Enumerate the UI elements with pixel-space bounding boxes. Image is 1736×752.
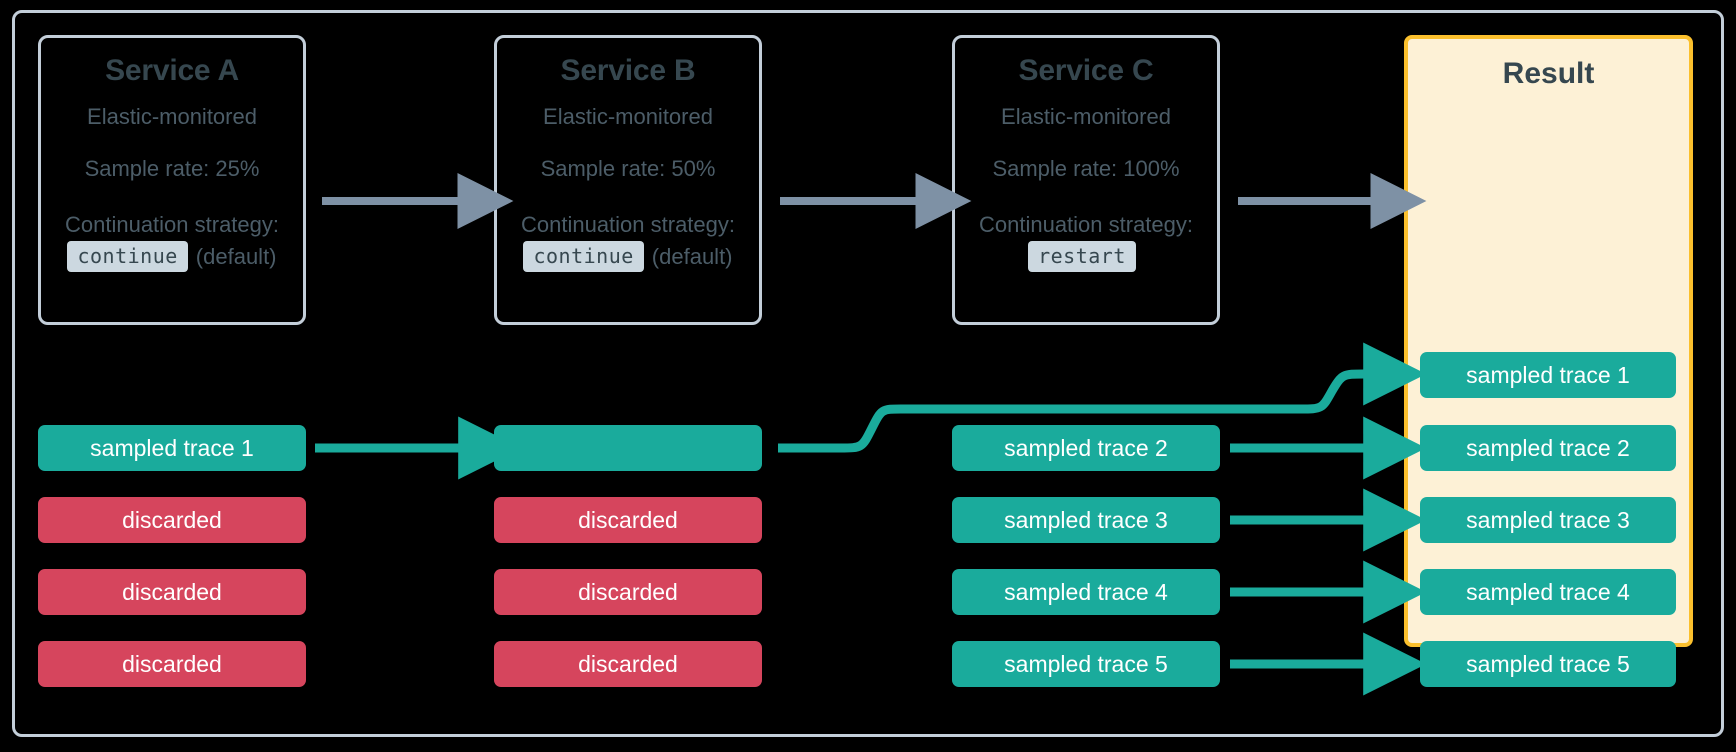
result-trace-pill-1-label: sampled trace 1 [1466,361,1630,388]
trace-pill-b-4-label: discarded [578,650,678,677]
service-b-strategy-note: (default) [651,243,733,269]
service-b-subtitle: Elastic-monitored [543,104,713,129]
trace-pill-a-3[interactable]: discarded [38,569,306,615]
result-trace-pill-5-label: sampled trace 5 [1466,650,1630,677]
result-box: Result [1404,35,1693,647]
service-a-strategy-line: continue (default) [41,241,303,273]
service-b-strategy-value: continue [523,241,644,273]
result-trace-pill-5[interactable]: sampled trace 5 [1420,641,1676,687]
trace-pill-a-4[interactable]: discarded [38,641,306,687]
trace-pill-c-1[interactable]: sampled trace 2 [952,425,1220,471]
trace-pill-c-2-label: sampled trace 3 [1004,506,1168,533]
trace-pill-b-4[interactable]: discarded [494,641,762,687]
service-a-title: Service A [105,54,239,87]
result-trace-pill-2[interactable]: sampled trace 2 [1420,425,1676,471]
service-c-strategy-line: restart [955,241,1217,273]
service-b-continuation-label: Continuation strategy: [520,212,736,237]
service-a-strategy-value: continue [67,241,188,273]
trace-pill-b-2-label: discarded [578,506,678,533]
service-b-sample-rate: Sample rate: 50% [540,156,716,181]
result-trace-pill-3-label: sampled trace 3 [1466,506,1630,533]
trace-pill-b-2[interactable]: discarded [494,497,762,543]
service-b-title: Service B [560,54,696,87]
trace-pill-a-2[interactable]: discarded [38,497,306,543]
service-a-sample-rate: Sample rate: 25% [84,156,260,181]
service-a-strategy-note: (default) [195,243,277,269]
service-c-subtitle: Elastic-monitored [1001,104,1171,129]
result-title: Result [1502,57,1595,90]
result-trace-pill-3[interactable]: sampled trace 3 [1420,497,1676,543]
service-a-continuation-label: Continuation strategy: [64,212,280,237]
service-c-title: Service C [1018,54,1154,87]
trace-pill-c-3[interactable]: sampled trace 4 [952,569,1220,615]
trace-pill-c-2[interactable]: sampled trace 3 [952,497,1220,543]
result-trace-pill-4[interactable]: sampled trace 4 [1420,569,1676,615]
trace-pill-b-1[interactable] [494,425,762,471]
service-b-strategy-line: continue (default) [497,241,759,273]
service-a-subtitle: Elastic-monitored [87,104,257,129]
diagram-outer-frame [12,10,1724,737]
trace-pill-a-1[interactable]: sampled trace 1 [38,425,306,471]
trace-pill-b-3-label: discarded [578,578,678,605]
trace-pill-c-3-label: sampled trace 4 [1004,578,1168,605]
trace-pill-a-3-label: discarded [122,578,222,605]
result-trace-pill-2-label: sampled trace 2 [1466,434,1630,461]
service-c-strategy-value: restart [1028,241,1136,273]
service-box-a: Service A Elastic-monitored Sample rate:… [38,35,306,325]
service-box-b: Service B Elastic-monitored Sample rate:… [494,35,762,325]
result-trace-pill-1[interactable]: sampled trace 1 [1420,352,1676,398]
trace-pill-a-1-label: sampled trace 1 [90,434,254,461]
trace-pill-c-1-label: sampled trace 2 [1004,434,1168,461]
trace-pill-b-3[interactable]: discarded [494,569,762,615]
trace-pill-a-4-label: discarded [122,650,222,677]
service-c-continuation-label: Continuation strategy: [978,212,1194,237]
service-c-sample-rate: Sample rate: 100% [992,156,1180,181]
service-box-c: Service C Elastic-monitored Sample rate:… [952,35,1220,325]
result-trace-pill-4-label: sampled trace 4 [1466,578,1630,605]
trace-pill-c-4[interactable]: sampled trace 5 [952,641,1220,687]
trace-pill-c-4-label: sampled trace 5 [1004,650,1168,677]
trace-pill-a-2-label: discarded [122,506,222,533]
